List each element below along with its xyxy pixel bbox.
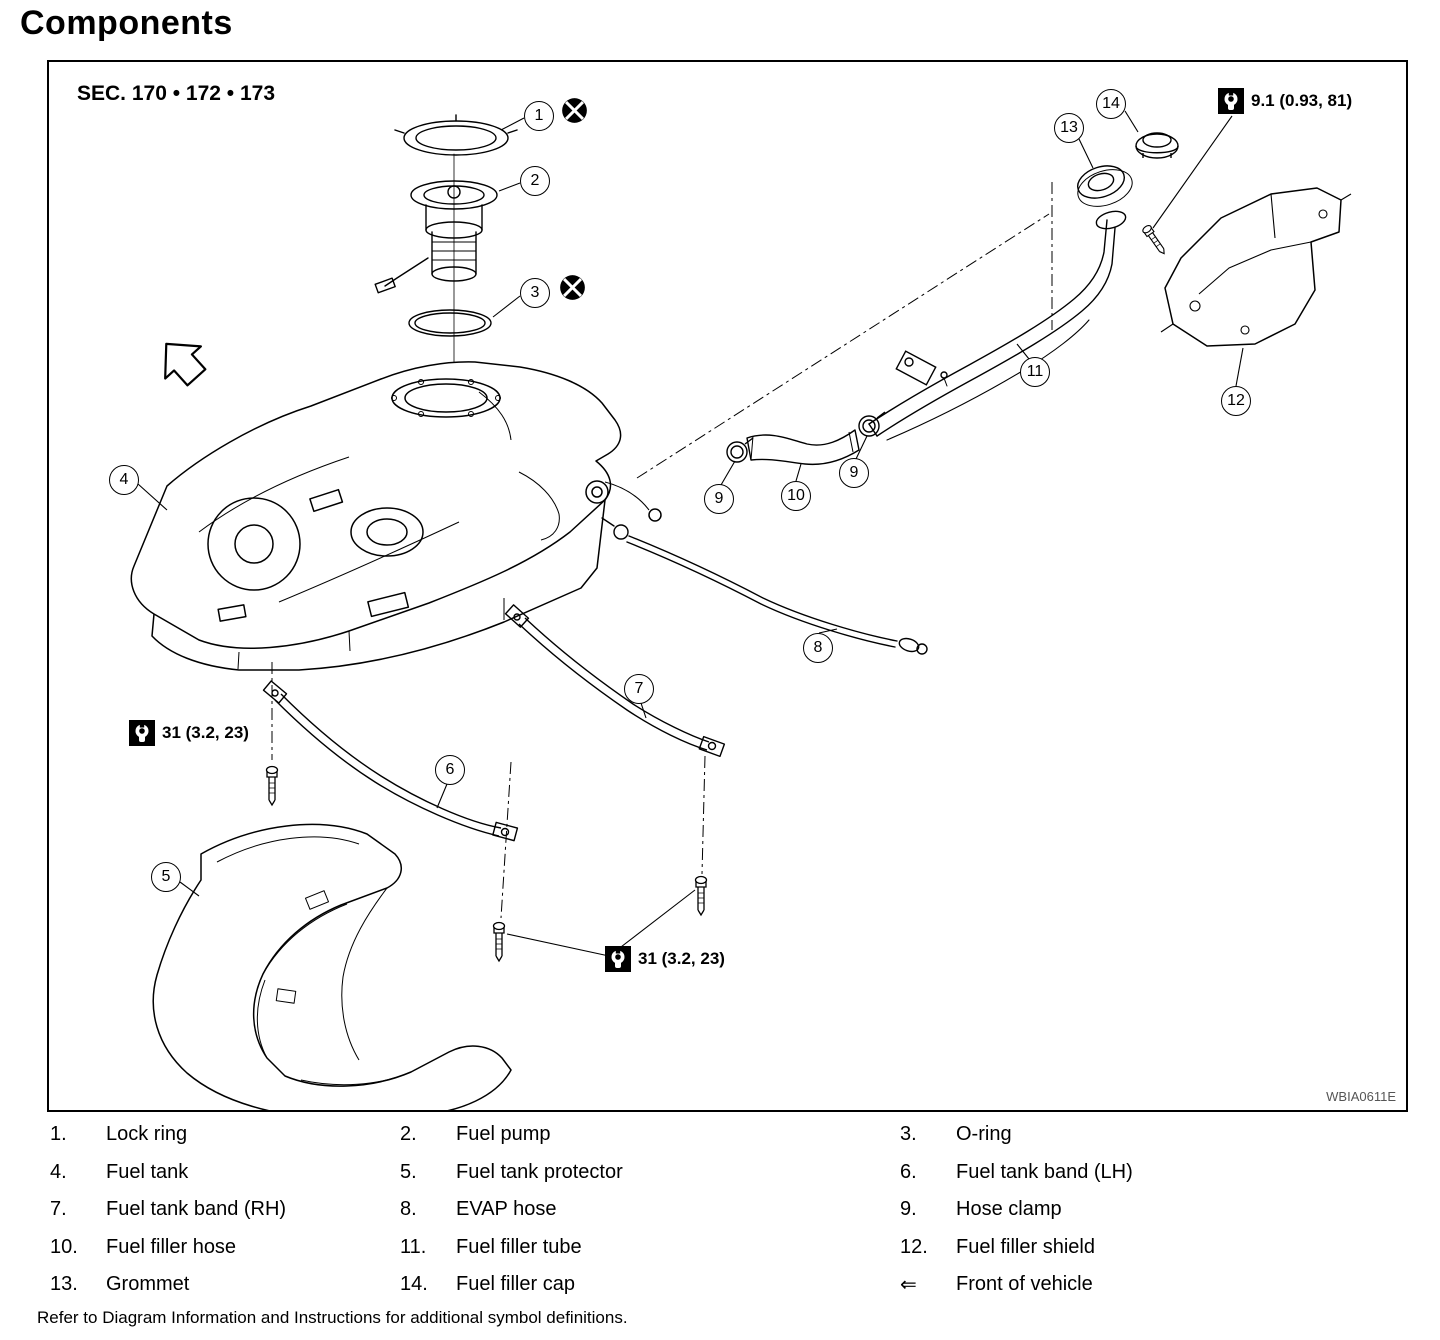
legend-item-number: 14. [400, 1273, 428, 1296]
legend-item-number: 9. [900, 1198, 917, 1221]
callout-9-right: 9 [839, 458, 869, 488]
legend-item-label: Grommet [106, 1273, 190, 1296]
legend-item-number: 10. [50, 1235, 78, 1258]
legend-item-number: 1. [50, 1123, 67, 1146]
legend-item-label: Fuel pump [456, 1123, 551, 1146]
callout-6: 6 [435, 755, 465, 785]
legend-item-label: Fuel filler hose [106, 1235, 237, 1258]
legend-item-label: Fuel filler cap [456, 1273, 575, 1296]
front-of-vehicle-arrow-icon [164, 342, 207, 387]
legend-item-number: 6. [900, 1160, 917, 1183]
legend-item: 14. Fuel filler cap [400, 1266, 900, 1304]
legend-item-label: Fuel filler tube [456, 1235, 582, 1258]
legend-item: 7. Fuel tank band (RH) [50, 1191, 400, 1229]
callout-2: 2 [520, 166, 550, 196]
components-diagram-frame: SEC. 170 • 172 • 173 WBIA0611E [47, 60, 1408, 1112]
legend-item-label: O-ring [956, 1123, 1012, 1146]
non-reusable-part-icon [559, 274, 586, 301]
legend-item: 9. Hose clamp [900, 1191, 1420, 1229]
legend-item-label: Hose clamp [956, 1198, 1062, 1221]
callout-11: 11 [1020, 357, 1050, 387]
legend-item-label: Front of vehicle [956, 1273, 1093, 1296]
torque-spec-band-right: 31 (3.2, 23) [605, 946, 725, 972]
footer-note: Refer to Diagram Information and Instruc… [37, 1308, 628, 1327]
non-reusable-part-icon [561, 97, 588, 124]
legend-item-number: 12. [900, 1235, 928, 1258]
legend-item: 11. Fuel filler tube [400, 1229, 900, 1267]
legend-item-number: 11. [400, 1235, 427, 1258]
legend-item-label: Lock ring [106, 1123, 188, 1146]
legend-item: 1. Lock ring [50, 1116, 400, 1154]
callout-3: 3 [520, 278, 550, 308]
callout-8: 8 [803, 633, 833, 663]
callout-10: 10 [781, 481, 811, 511]
callout-9-left: 9 [704, 484, 734, 514]
figure-code: WBIA0611E [1326, 1089, 1396, 1104]
legend-item-number: 4. [50, 1160, 67, 1183]
legend-item-label: Fuel filler shield [956, 1235, 1095, 1258]
legend-item-number: 5. [400, 1160, 417, 1183]
legend-item-number: 8. [400, 1198, 417, 1221]
legend-item-label: EVAP hose [456, 1198, 557, 1221]
torque-spec-band-left: 31 (3.2, 23) [129, 720, 249, 746]
legend-item-label: Fuel tank band (LH) [956, 1160, 1133, 1183]
legend-item-label: Fuel tank protector [456, 1160, 623, 1183]
section-label: SEC. 170 • 172 • 173 [77, 82, 276, 105]
torque-value: 31 (3.2, 23) [162, 723, 249, 742]
legend-item-front-of-vehicle: ⇐ Front of vehicle [900, 1266, 1420, 1304]
exploded-diagram [130, 110, 1352, 1110]
torque-spec-filler: 9.1 (0.93, 81) [1218, 88, 1352, 114]
torque-value: 9.1 (0.93, 81) [1251, 91, 1353, 110]
legend-item: 6. Fuel tank band (LH) [900, 1154, 1420, 1192]
legend-item: 8. EVAP hose [400, 1191, 900, 1229]
front-of-vehicle-arrow-glyph: ⇐ [900, 1274, 917, 1297]
legend-item-number: 13. [50, 1273, 78, 1296]
page-title: Components [20, 4, 233, 42]
legend-item: 5. Fuel tank protector [400, 1154, 900, 1192]
legend-item-number: 3. [900, 1123, 917, 1146]
callout-4: 4 [109, 465, 139, 495]
legend-item-number: 7. [50, 1198, 67, 1221]
legend-item: 4. Fuel tank [50, 1154, 400, 1192]
legend-item: 2. Fuel pump [400, 1116, 900, 1154]
wrench-icon [129, 720, 155, 746]
callout-12: 12 [1221, 386, 1251, 416]
legend-item: 13. Grommet [50, 1266, 400, 1304]
callout-1: 1 [524, 101, 554, 131]
callout-13: 13 [1054, 113, 1084, 143]
wrench-icon [1218, 88, 1244, 114]
legend-item: 12. Fuel filler shield [900, 1229, 1420, 1267]
parts-legend: 1. Lock ring 2. Fuel pump 3. O-ring 4. Fuel … [50, 1116, 1420, 1304]
callout-7: 7 [624, 674, 654, 704]
callout-14: 14 [1096, 89, 1126, 119]
legend-item: 3. O-ring [900, 1116, 1420, 1154]
wrench-icon [605, 946, 631, 972]
legend-item-number: 2. [400, 1123, 417, 1146]
legend-item: 10. Fuel filler hose [50, 1229, 400, 1267]
torque-value: 31 (3.2, 23) [638, 949, 725, 968]
legend-item-label: Fuel tank [106, 1160, 189, 1183]
legend-item-label: Fuel tank band (RH) [106, 1198, 287, 1221]
callout-5: 5 [151, 862, 181, 892]
